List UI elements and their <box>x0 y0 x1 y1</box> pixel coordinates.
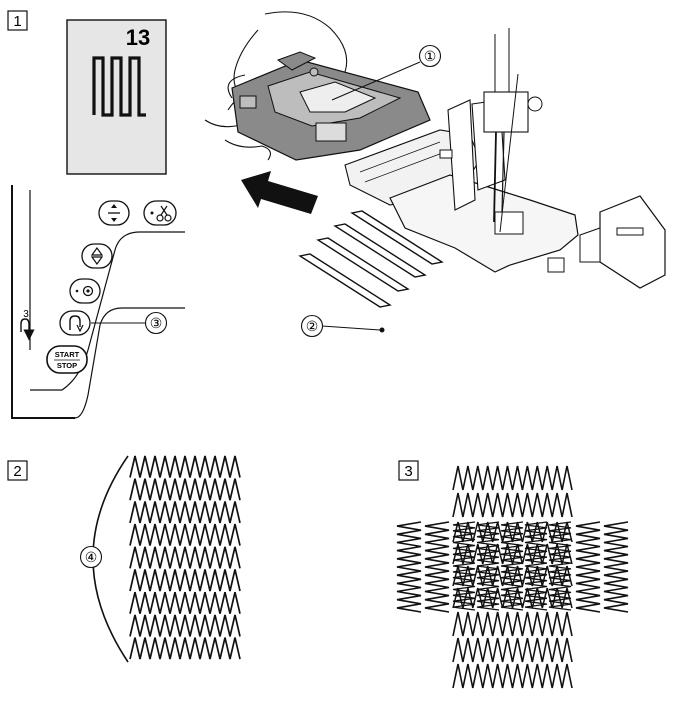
stitch-row <box>129 592 241 614</box>
reverse-side-icon <box>20 318 35 341</box>
stop-label: STOP <box>57 361 77 370</box>
stitch-row <box>129 614 241 637</box>
stitch-row <box>452 637 573 663</box>
fabric-stitch-lines <box>298 210 444 308</box>
buttonhole-foot <box>231 28 666 289</box>
stitch-row <box>452 611 573 637</box>
stitch-row <box>524 521 548 611</box>
callout-4: ④ <box>79 545 103 569</box>
stitch-row <box>129 569 241 592</box>
stitch-row <box>129 546 241 569</box>
up-down-arrow-icon <box>90 246 104 266</box>
center-dot-icon <box>75 285 94 297</box>
stitch-row <box>129 455 241 478</box>
machine-button-panel: 3 <box>11 185 185 419</box>
reverse-stitch-icon <box>69 315 84 333</box>
stitch-row <box>452 465 573 491</box>
svg-text:③: ③ <box>150 315 163 331</box>
needle-up-down-button[interactable] <box>98 200 130 226</box>
reverse-mark-label: 3 <box>23 309 29 320</box>
reverse-stitch-button[interactable] <box>59 310 91 336</box>
center-dot-button[interactable] <box>69 278 101 304</box>
callout-2: ② <box>300 314 385 338</box>
thread-cutter-icon <box>150 205 172 222</box>
svg-text:④: ④ <box>85 549 98 565</box>
darning-rows-step-2 <box>129 455 241 660</box>
callout-1: ① <box>331 44 442 101</box>
stitch-row <box>129 637 241 660</box>
svg-text:①: ① <box>424 48 437 64</box>
start-stop-button[interactable]: START STOP <box>46 345 88 374</box>
needle-up-down-icon <box>108 204 120 222</box>
step-2-label: 2 <box>7 460 28 481</box>
stitch-row <box>129 478 241 501</box>
step-1-label: 1 <box>7 10 28 31</box>
svg-text:1: 1 <box>13 13 21 30</box>
up-down-arrow-button[interactable] <box>81 243 113 269</box>
thread-cutter-button[interactable] <box>143 200 177 226</box>
stitch-row <box>575 521 601 613</box>
stitch-row <box>603 521 629 613</box>
stitch-row <box>452 492 573 518</box>
callout-3: ③ <box>91 311 168 335</box>
start-label: START <box>55 350 80 359</box>
svg-text:②: ② <box>306 318 319 334</box>
stitch-row <box>452 521 476 611</box>
darning-grid-step-3 <box>396 465 629 689</box>
stitch-row <box>129 501 241 524</box>
stitch-row <box>396 521 422 613</box>
stitch-row <box>424 521 450 613</box>
pattern-display-panel[interactable]: 13 <box>66 19 167 175</box>
stitch-row <box>129 523 241 546</box>
svg-text:3: 3 <box>404 463 412 480</box>
stitch-row <box>548 521 572 611</box>
pattern-number: 13 <box>126 25 150 50</box>
darning-stitch-icon <box>92 56 146 117</box>
stitch-row <box>476 521 500 611</box>
step-3-label: 3 <box>398 460 419 481</box>
stitch-row <box>500 521 524 611</box>
svg-text:2: 2 <box>13 463 21 480</box>
stitch-row <box>452 663 573 689</box>
